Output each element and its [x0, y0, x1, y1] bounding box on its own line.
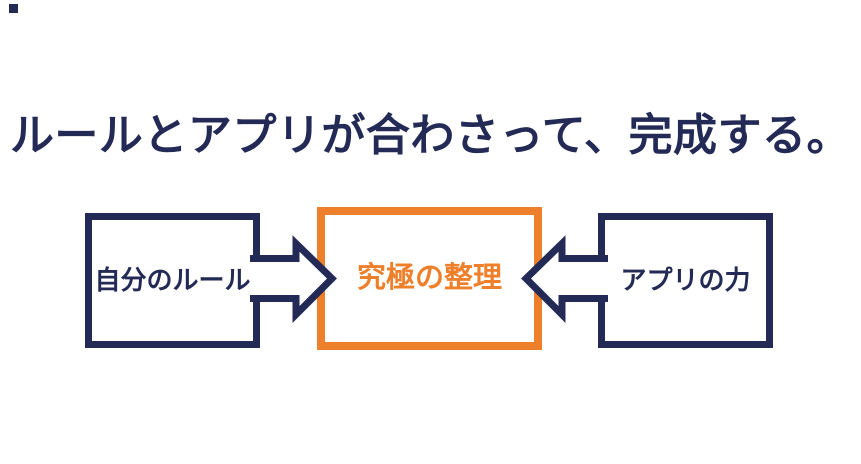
left-box-label: 自分のルール [94, 265, 251, 295]
center-box-label: 究極の整理 [356, 262, 502, 294]
arrow-left-icon [521, 235, 608, 323]
right-box-shape [598, 213, 773, 348]
arrow-right-icon [250, 235, 337, 323]
left-box-shape [85, 213, 260, 348]
right-box-label: アプリの力 [620, 265, 751, 295]
page-title: ルールとアプリが合わさって、完成する。 [9, 111, 852, 160]
center-box-shape [317, 207, 542, 350]
corner-mark [9, 4, 18, 13]
